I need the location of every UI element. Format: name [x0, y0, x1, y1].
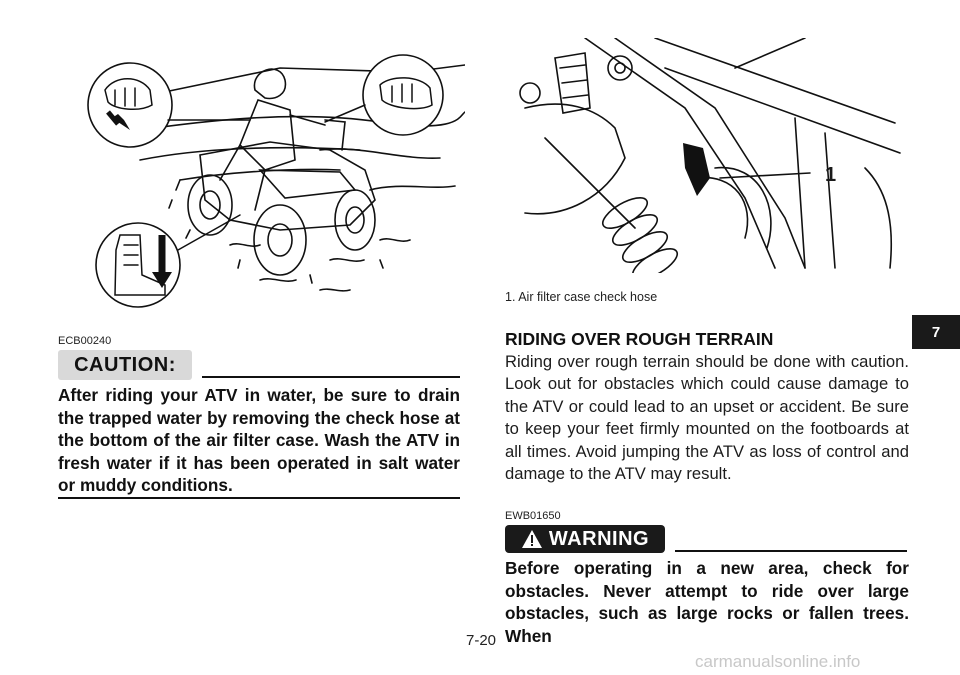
caution-header: CAUTION: — [58, 350, 460, 380]
warning-label: WARNING — [548, 527, 650, 550]
section-heading: RIDING OVER ROUGH TERRAIN — [505, 329, 774, 349]
warning-code: EWB01650 — [505, 510, 561, 522]
caution-label: CAUTION: — [58, 350, 192, 380]
warning-label-box: WARNING — [505, 525, 665, 553]
caution-code: ECB00240 — [58, 335, 112, 347]
figure-caption: 1. Air filter case check hose — [505, 290, 658, 304]
caution-text: After riding your ATV in water, be sure … — [58, 385, 460, 495]
figure-callout-number: 1 — [825, 164, 837, 186]
caution-rule — [202, 376, 460, 378]
caution-bottom-rule — [58, 497, 460, 499]
chapter-tab: 7 — [912, 315, 960, 349]
warning-rule — [675, 550, 907, 552]
warning-triangle-icon — [521, 529, 543, 549]
warning-text: Before operating in a new area, check fo… — [505, 558, 909, 646]
air-filter-illustration — [519, 38, 901, 273]
section-body: Riding over rough terrain should be done… — [505, 352, 909, 484]
watermark-text: carmanualsonline.info — [695, 652, 861, 671]
atv-water-illustration — [87, 54, 465, 308]
page-number: 7-20 — [466, 632, 497, 649]
